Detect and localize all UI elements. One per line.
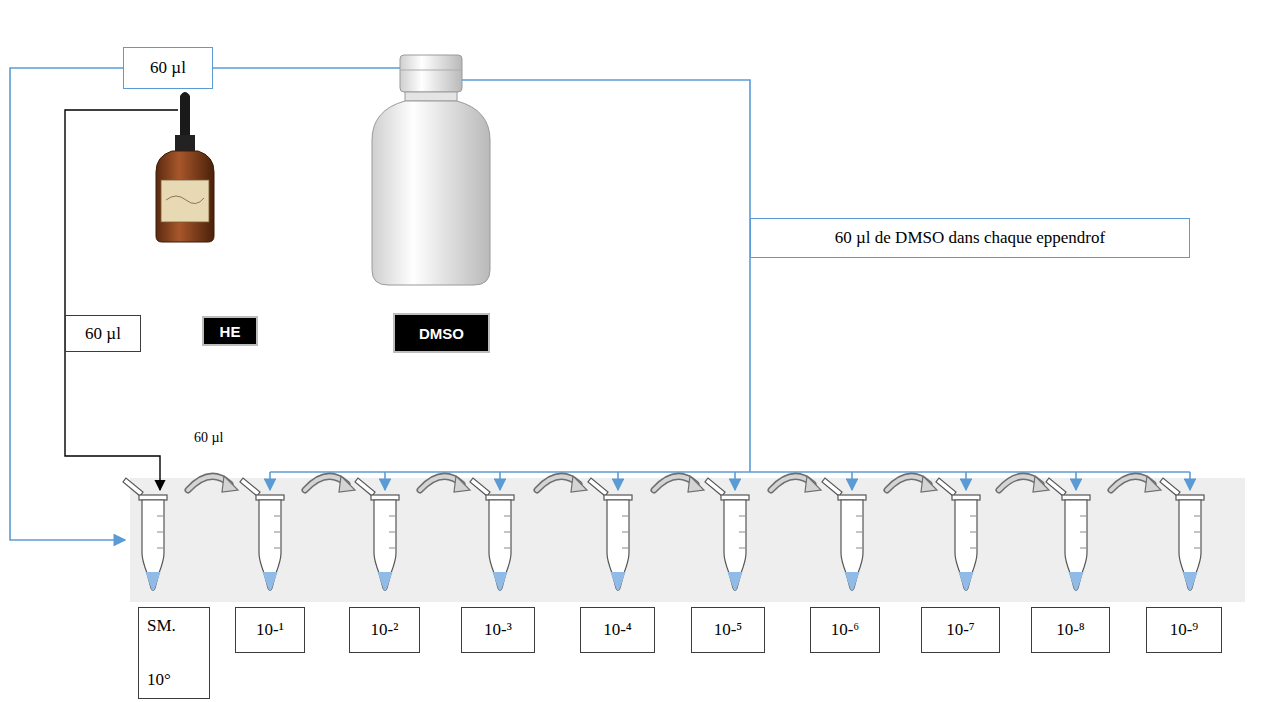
box-text: 60 µl [150, 58, 186, 78]
box-text: 60 µl [85, 324, 121, 344]
box-text: 10-⁹ [1170, 620, 1199, 640]
tube-label: 10-⁸ [1031, 607, 1110, 653]
note-box: 60 µl de DMSO dans chaque eppendrof [750, 218, 1190, 258]
box-text: 10-⁶ [831, 620, 860, 640]
box-text: 10° [147, 670, 171, 690]
tube-label: 10-² [349, 607, 420, 653]
box-text: 10-³ [484, 620, 512, 640]
tube-label: 10-⁴ [580, 607, 655, 653]
box-text: 10-⁷ [946, 620, 975, 640]
box-text: 10-¹ [256, 620, 284, 640]
box-text: SM. [147, 616, 176, 636]
tube-label: 10-⁹ [1146, 607, 1222, 653]
box-text: DMSO [419, 325, 464, 342]
volume-box: 60 µl [65, 315, 141, 352]
volume-label: 60 µl [192, 430, 225, 446]
tube-label: SM. 10° [138, 607, 210, 699]
box-text: 10-⁴ [603, 620, 632, 640]
box-text: 10-⁵ [714, 620, 743, 640]
bottle-label: HE [202, 316, 258, 346]
tube-label: 10-¹ [235, 607, 305, 653]
tube-label: 10-⁵ [691, 607, 765, 653]
box-text: 10-² [371, 620, 399, 640]
volume-box: 60 µl [123, 47, 213, 89]
tube-label: 10-⁶ [810, 607, 880, 653]
bottle-label: DMSO [393, 313, 490, 353]
box-text: 60 µl de DMSO dans chaque eppendrof [835, 228, 1105, 248]
tube-label: 10-³ [461, 607, 535, 653]
box-text: HE [220, 323, 241, 340]
box-text: 10-⁸ [1056, 620, 1085, 640]
tube-label: 10-⁷ [921, 607, 1000, 653]
